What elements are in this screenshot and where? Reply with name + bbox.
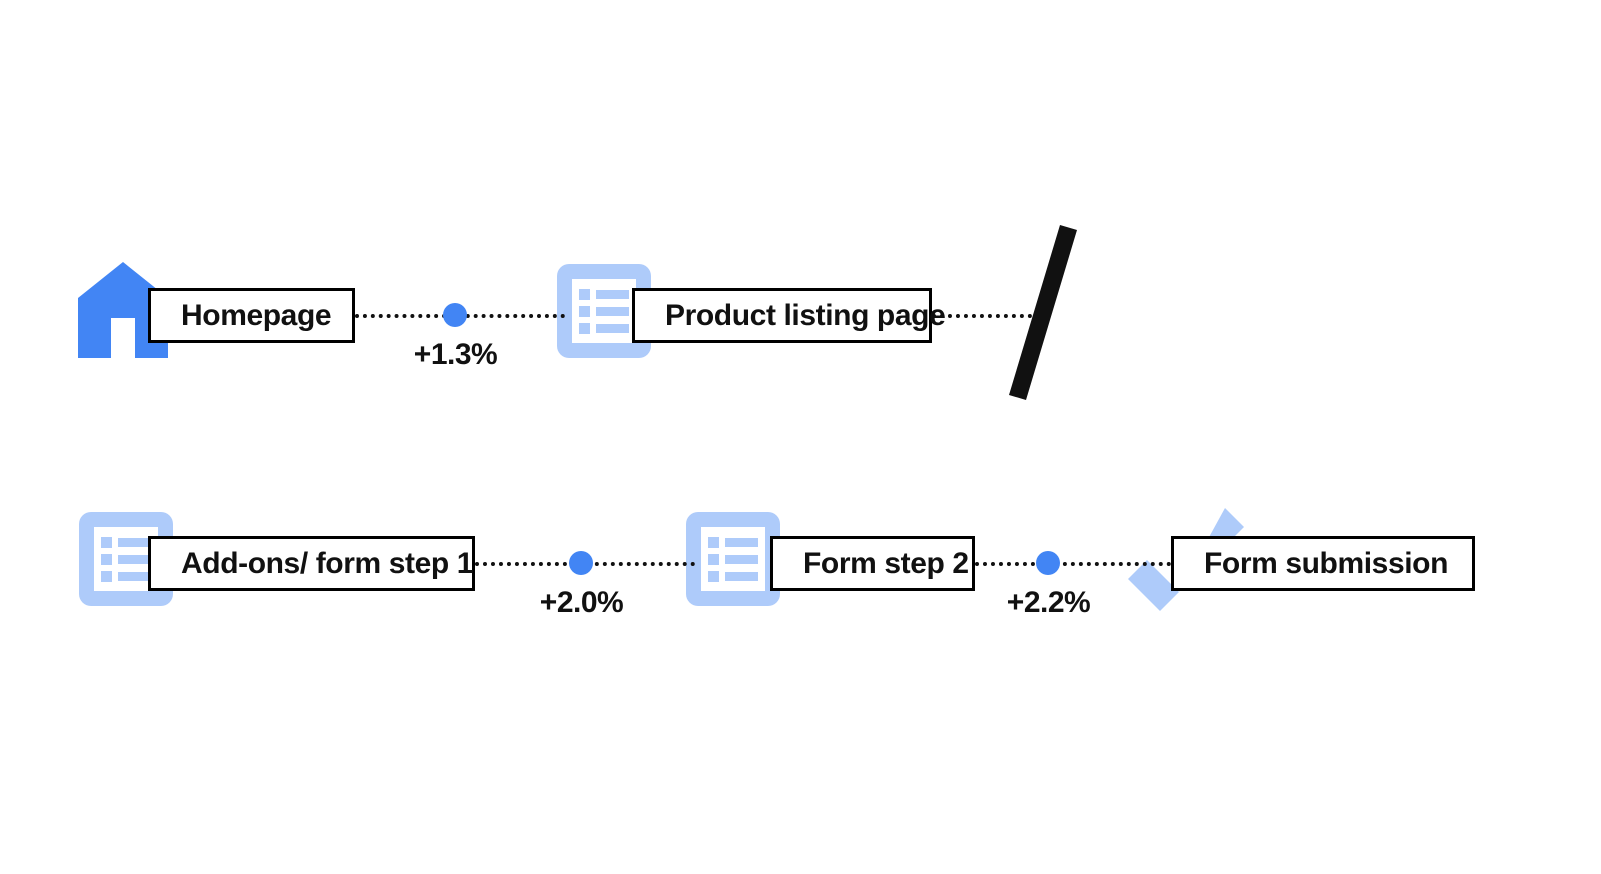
step-box-form-step-2[interactable]: Form step 2 bbox=[770, 536, 975, 591]
step-label-form-step-2: Form step 2 bbox=[803, 546, 969, 580]
connector-value-2: +2.0% bbox=[539, 586, 624, 619]
connector-form-step-2-to-submission bbox=[975, 562, 1171, 566]
step-label-add-ons: Add-ons/ form step 1 bbox=[181, 546, 474, 580]
step-box-add-ons[interactable]: Add-ons/ form step 1 bbox=[148, 536, 475, 591]
connector-value-1: +1.3% bbox=[413, 338, 498, 371]
connector-value-3: +2.2% bbox=[1006, 586, 1091, 619]
step-box-homepage[interactable]: Homepage bbox=[148, 288, 355, 343]
step-label-product-listing: Product listing page bbox=[665, 298, 946, 332]
diagonal-slash-icon bbox=[1003, 225, 1083, 400]
connector-dot-3[interactable] bbox=[1036, 551, 1060, 575]
checkmark-icon bbox=[1128, 508, 1244, 612]
step-label-homepage: Homepage bbox=[181, 298, 332, 332]
step-label-form-submission: Form submission bbox=[1204, 546, 1449, 580]
step-box-product-listing[interactable]: Product listing page bbox=[632, 288, 946, 343]
connector-product-listing-to-break bbox=[932, 314, 1040, 318]
list-document-icon-add-ons bbox=[79, 512, 173, 606]
list-document-icon-form-step-2 bbox=[686, 512, 780, 606]
step-box-form-submission[interactable]: Form submission bbox=[1171, 536, 1475, 591]
list-document-icon-product-listing bbox=[557, 264, 651, 358]
connector-dot-2[interactable] bbox=[569, 551, 593, 575]
house-icon bbox=[78, 262, 168, 358]
connector-dot-1[interactable] bbox=[443, 303, 467, 327]
